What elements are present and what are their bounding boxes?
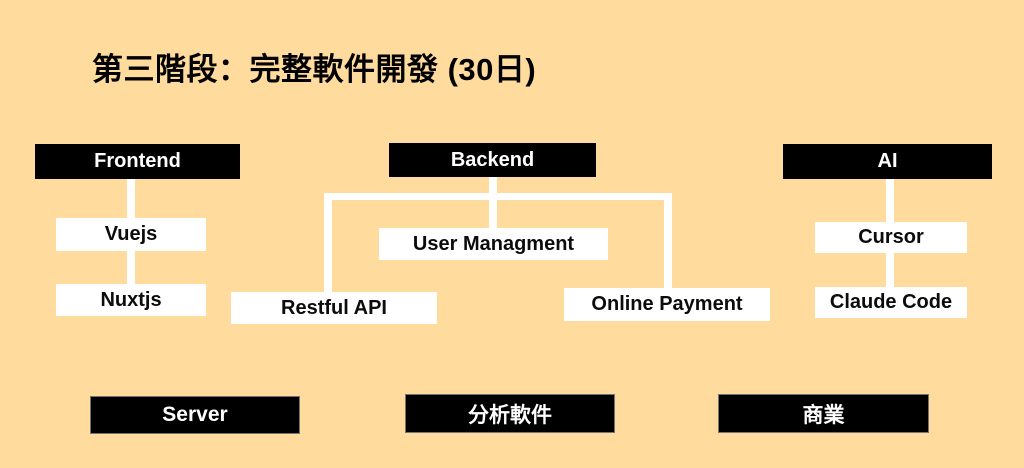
node-ai-label: AI	[877, 150, 898, 172]
node-cursor-label: Cursor	[858, 226, 924, 248]
connector-backend-branch-bar	[324, 193, 672, 200]
connector-backend-online-payment	[664, 193, 672, 290]
node-nuxtjs-label: Nuxtjs	[100, 288, 162, 311]
node-frontend-label: Frontend	[94, 150, 181, 172]
node-ai-header: AI	[783, 144, 992, 179]
node-restful-api: Restful API	[231, 292, 437, 324]
node-backend-header: Backend	[389, 143, 596, 177]
node-online-payment-label: Online Payment	[591, 293, 743, 315]
node-business-label: 商業	[802, 403, 845, 427]
node-restful-api-label: Restful API	[281, 296, 387, 319]
connector-ai-cursor	[886, 178, 894, 224]
node-cursor: Cursor	[815, 222, 967, 253]
connector-backend-restful-api	[324, 193, 332, 294]
node-vuejs: Vuejs	[56, 218, 206, 251]
node-frontend-header: Frontend	[35, 144, 240, 179]
node-backend-label: Backend	[450, 148, 535, 171]
node-claude-code: Claude Code	[815, 287, 967, 318]
node-user-managment-label: User Managment	[412, 232, 575, 255]
node-analysis-software-label: 分析軟件	[468, 403, 552, 427]
connector-cursor-claude-code	[886, 252, 894, 289]
node-vuejs-label: Vuejs	[104, 223, 158, 245]
connector-backend-user-managment	[489, 193, 497, 230]
connector-vuejs-nuxtjs	[127, 250, 135, 286]
node-user-managment: User Managment	[379, 228, 608, 260]
node-business: 商業	[718, 394, 929, 433]
node-online-payment: Online Payment	[564, 288, 770, 321]
node-server: Server	[90, 396, 300, 434]
node-server-label: Server	[162, 403, 228, 426]
node-claude-code-label: Claude Code	[829, 291, 953, 313]
node-analysis-software: 分析軟件	[405, 394, 615, 433]
connector-frontend-vuejs	[127, 178, 135, 220]
node-nuxtjs: Nuxtjs	[56, 284, 206, 316]
page-title: 第三階段：完整軟件開發 (30日)	[92, 52, 537, 87]
connector-backend-stem	[489, 176, 497, 195]
